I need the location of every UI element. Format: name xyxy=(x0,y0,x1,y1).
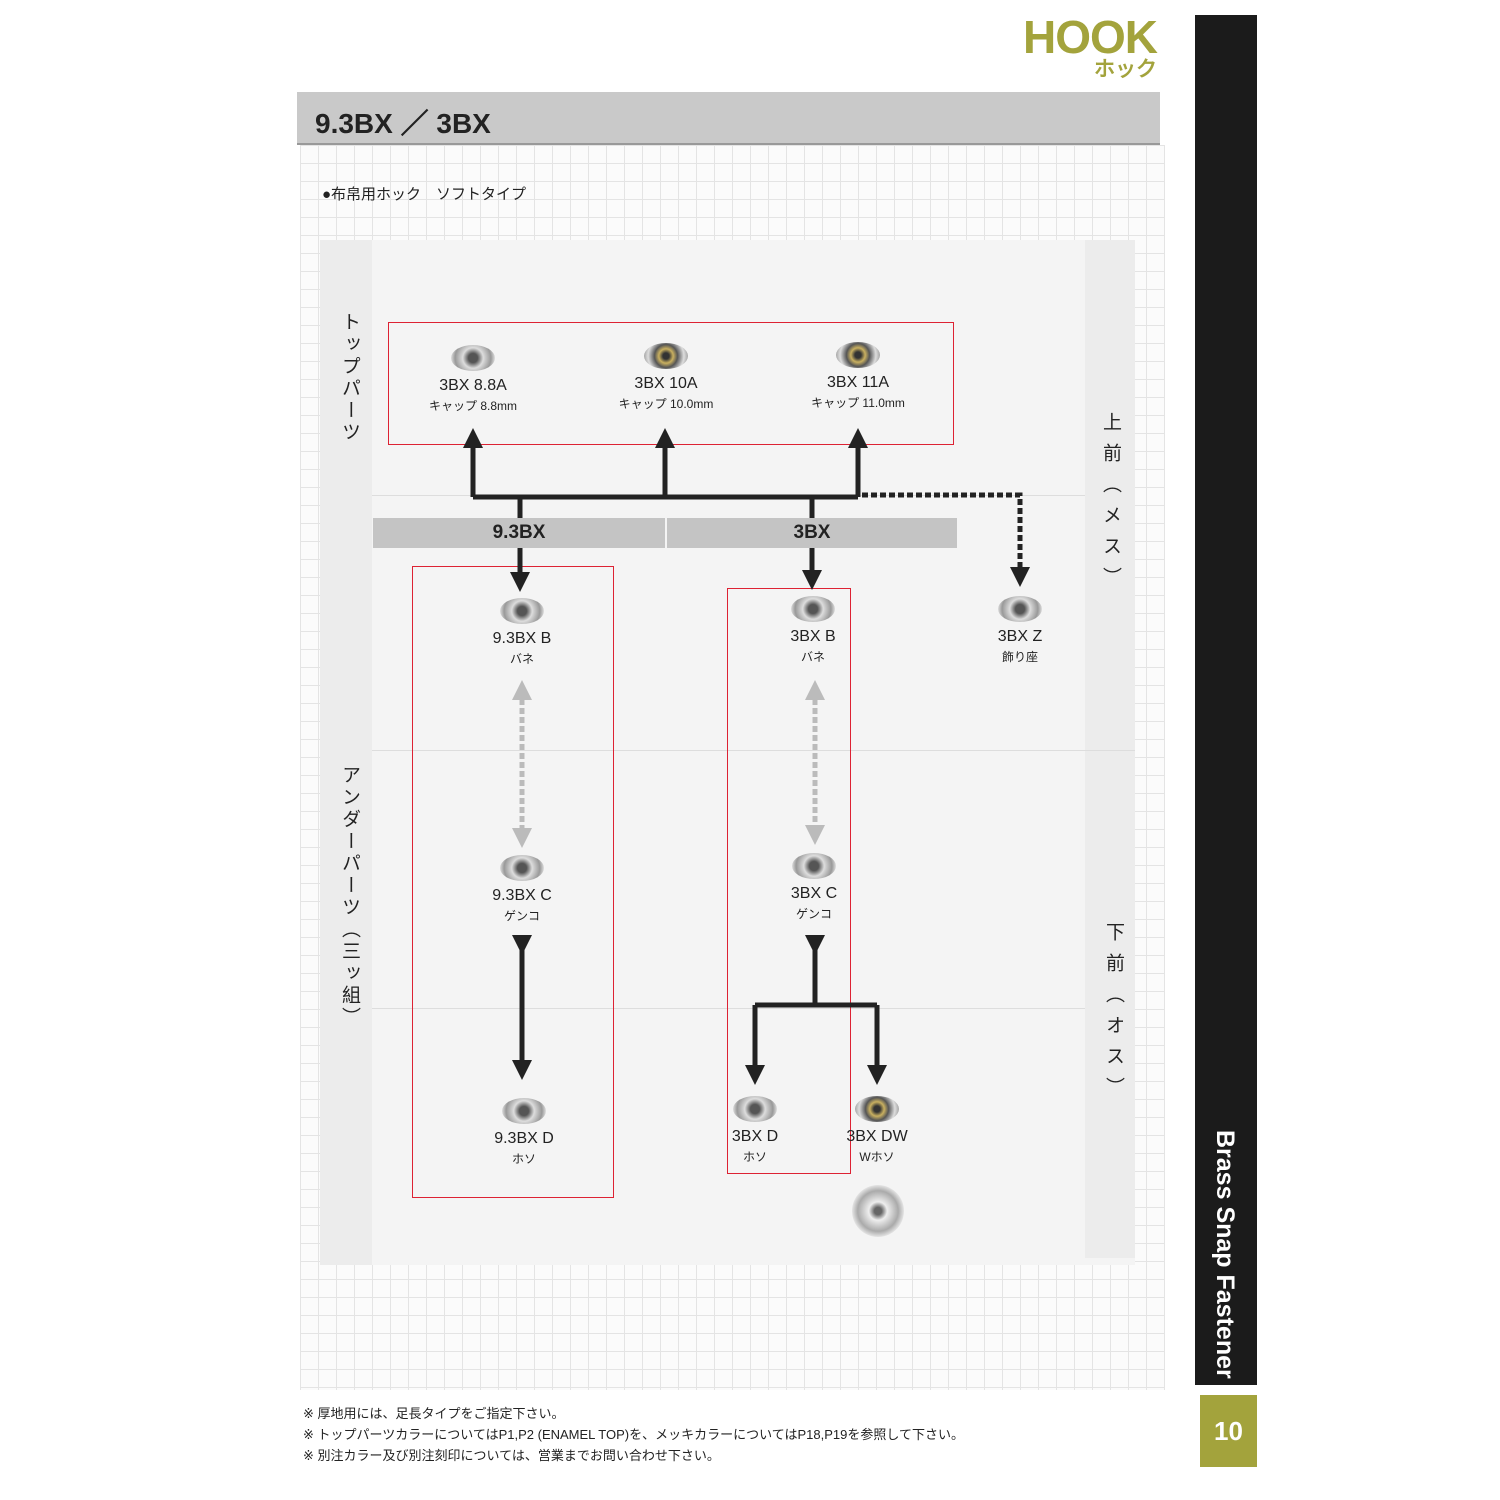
double-post-icon xyxy=(855,1096,899,1122)
note: ※ トップパーツカラーについてはP1,P2 (ENAMEL TOP)を、メッキカ… xyxy=(303,1427,964,1442)
washer-icon xyxy=(998,596,1042,622)
label-lower-front: 下前（オス） xyxy=(1103,922,1124,1108)
side-bar-text: Brass Snap Fastener xyxy=(1211,1130,1239,1379)
socket-icon xyxy=(500,598,544,624)
note: ※ 厚地用には、足長タイプをご指定下さい。 xyxy=(303,1406,565,1421)
set-93bx-box xyxy=(412,566,614,1198)
cap-icon xyxy=(451,345,495,371)
double-post-back-icon xyxy=(852,1185,904,1237)
stud-icon xyxy=(792,853,836,879)
section-title: HOOK xyxy=(1023,11,1158,63)
page-title: 9.3BX ／ 3BX xyxy=(315,108,491,139)
cap-icon xyxy=(836,342,880,368)
divider xyxy=(372,750,1135,751)
label-upper-front: 上前（メス） xyxy=(1100,412,1121,598)
footnotes: ※ 厚地用には、足長タイプをご指定下さい。 ※ トップパーツカラーについてはP1… xyxy=(303,1403,964,1466)
title-bar: 9.3BX ／ 3BX xyxy=(297,92,1160,145)
row-label-under: アンダーパーツ（三ッ組） xyxy=(339,765,360,1029)
side-bar xyxy=(1195,15,1257,1385)
row-label-column xyxy=(320,240,372,1265)
subtitle: ●布帛用ホック ソフトタイプ xyxy=(322,186,527,203)
page-number: 10 xyxy=(1200,1395,1257,1467)
row-label-top: トップパーツ xyxy=(339,312,360,444)
socket-icon xyxy=(791,596,835,622)
set-3bx-box xyxy=(727,588,851,1174)
section-title-kana: ホック xyxy=(1094,58,1157,81)
bar-3bx: 3BX xyxy=(667,518,957,548)
post-icon xyxy=(502,1098,546,1124)
side-label-column xyxy=(1085,240,1135,1258)
bar-93bx: 9.3BX xyxy=(373,518,665,548)
note: ※ 別注カラー及び別注刻印については、営業までお問い合わせ下さい。 xyxy=(303,1448,720,1463)
stud-icon xyxy=(500,855,544,881)
post-icon xyxy=(733,1096,777,1122)
cap-icon xyxy=(644,343,688,369)
divider xyxy=(372,1008,1085,1009)
